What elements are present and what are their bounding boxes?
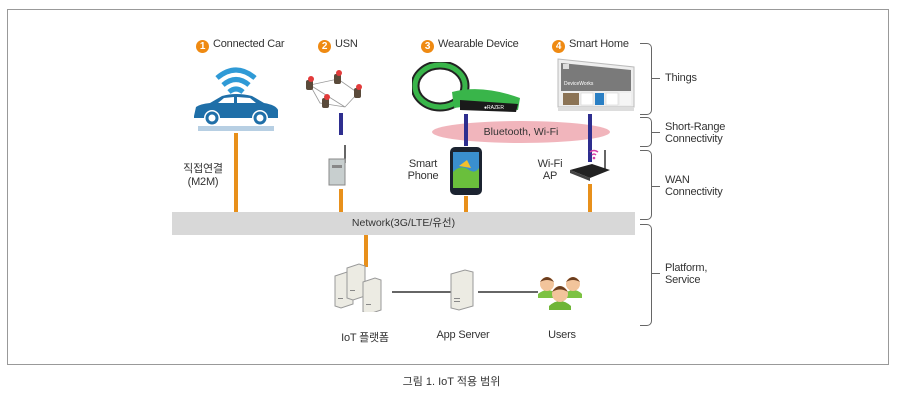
smart-tv-icon: DeviceWorks [557,58,635,111]
thing-header-smart-home: 4 Smart Home [552,38,629,53]
sensor-network-icon [306,70,362,108]
smartphone-icon [450,147,482,195]
figure-caption: 그림 1. IoT 적용 범위 [402,376,501,388]
brace-tick [652,186,660,187]
svg-text:DeviceWorks: DeviceWorks [564,81,594,87]
brace-wan [640,150,652,220]
short-range-connectivity-ellipse: Bluetooth, Wi-Fi [432,121,610,143]
svg-text:●RAZER: ●RAZER [484,105,504,111]
usn-link-line [339,113,343,135]
thing-label: USN [335,38,358,50]
layer-label-platform: Platform,Service [665,262,708,286]
brace-tick [652,78,660,79]
wifi-ap-wan-link [588,184,592,212]
number-badge: 3 [421,40,434,53]
number-badge: 2 [318,40,331,53]
smartphone-wan-link [464,196,468,212]
number-badge: 1 [196,40,209,53]
thing-header-wearable: 3 Wearable Device [421,38,519,53]
appserver-users-link [478,291,538,293]
users-label: Users [548,329,576,341]
brace-things [640,43,652,115]
m2m-label: 직접연결(M2M) [183,163,223,188]
usn-gateway-icon [328,145,346,186]
app-server-label: App Server [436,329,490,341]
wearable-band-icon: ●RAZER [412,62,520,112]
brace-tick [652,273,660,274]
thing-label: Wearable Device [438,38,519,50]
smarthome-link-line [588,114,592,162]
platform-appserver-link [392,291,452,293]
platform-link [364,235,368,267]
brace-platform [640,224,652,326]
figure-frame [7,9,889,365]
users-icon [538,277,582,310]
usn-wan-link [339,189,343,212]
brace-tick [652,132,660,133]
connected-car-icon [194,67,278,131]
brace-short-range [640,117,652,147]
wifi-router-icon [570,149,610,181]
iot-platform-label: IoT 플랫폼 [341,332,389,344]
network-bar: Network(3G/LTE/유선) [172,212,635,235]
wearable-link-line [464,114,468,146]
thing-label: Smart Home [569,38,629,50]
server-icon [450,269,474,311]
m2m-wan-link [234,133,238,212]
thing-label: Connected Car [213,38,285,50]
thing-header-connected-car: 1 Connected Car [196,38,285,53]
thing-header-usn: 2 USN [318,38,358,53]
number-badge: 4 [552,40,565,53]
server-cluster-icon [334,263,382,312]
layer-label-things: Things [665,72,697,84]
